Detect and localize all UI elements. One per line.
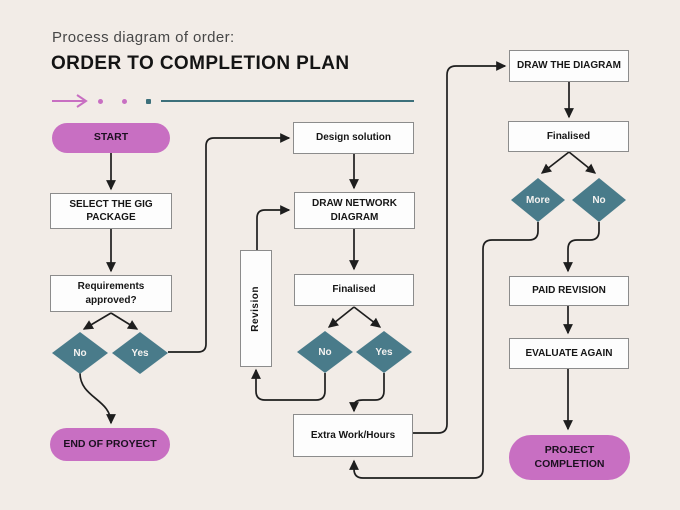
node-evaluate-again: EVALUATE AGAIN [509, 338, 629, 369]
node-label: PAID REVISION [532, 285, 606, 297]
node-label: DRAW THE DIAGRAM [517, 60, 621, 72]
pink-dot-icon [98, 99, 103, 104]
node-label: Revision [250, 285, 262, 332]
node-start: START [52, 123, 170, 153]
node-select-gig-package: SELECT THE GIG PACKAGE [50, 193, 172, 229]
edge-revision-to-network [256, 205, 291, 250]
node-label: DRAW NETWORK DIAGRAM [312, 198, 397, 223]
node-end-of-project: END OF PROYECT [50, 428, 170, 461]
node-draw-the-diagram: DRAW THE DIAGRAM [509, 50, 629, 82]
node-label: No [73, 347, 87, 359]
edge-more-to-extra [349, 222, 539, 479]
node-label: EVALUATE AGAIN [525, 347, 613, 359]
node-paid-revision: PAID REVISION [509, 276, 629, 306]
edge-finalised2-to-more [540, 151, 570, 174]
diagram-title: ORDER TO COMPLETION PLAN [51, 53, 350, 74]
node-label: No [592, 194, 606, 206]
node-label: Extra Work/Hours [310, 429, 396, 441]
node-project-completion: PROJECT COMPLETION [509, 435, 630, 480]
node-label: END OF PROYECT [63, 437, 157, 450]
node-label: Finalised [546, 130, 591, 142]
node-finalised-mid: Finalised [294, 274, 414, 306]
pink-dot-icon [122, 99, 127, 104]
teal-dot-icon [146, 99, 151, 104]
node-label: More [526, 194, 550, 206]
edge-midyes-to-extra [349, 373, 385, 413]
edge-finalised-to-midyes [353, 306, 382, 328]
node-label: Requirements approved? [77, 281, 145, 306]
edge-midno-to-revision [251, 368, 326, 401]
node-label: Yes [131, 347, 149, 359]
node-finalised-right: Finalised [508, 121, 629, 152]
node-draw-network-diagram: DRAW NETWORK DIAGRAM [294, 192, 415, 229]
teal-divider-line [161, 100, 414, 102]
edge-finalised2-to-rightno [568, 151, 597, 174]
edge-extra-to-drawdiagram [413, 61, 507, 434]
edge-requirements-to-yes [110, 312, 139, 330]
node-label: START [93, 131, 129, 144]
node-label: No [318, 346, 332, 358]
node-label: Yes [375, 346, 393, 358]
arrow-right-icon [52, 94, 88, 108]
node-revision: Revision [240, 250, 272, 367]
node-design-solution: Design solution [293, 122, 414, 154]
edge-finalised-to-midno [327, 306, 355, 328]
edge-rightno-to-paid [563, 222, 600, 273]
edge-requirements-to-no [82, 312, 112, 330]
node-label: SELECT THE GIG PACKAGE [69, 198, 153, 224]
node-label: PROJECT COMPLETION [534, 443, 605, 470]
node-extra-work-hours: Extra Work/Hours [293, 414, 413, 457]
diagram-subtitle: Process diagram of order: [52, 29, 235, 46]
node-label: Finalised [332, 284, 376, 296]
edge-yes-to-design [168, 133, 291, 353]
node-requirements-approved: Requirements approved? [50, 275, 172, 312]
node-label: Design solution [316, 132, 391, 144]
edge-no-to-end [79, 372, 116, 425]
